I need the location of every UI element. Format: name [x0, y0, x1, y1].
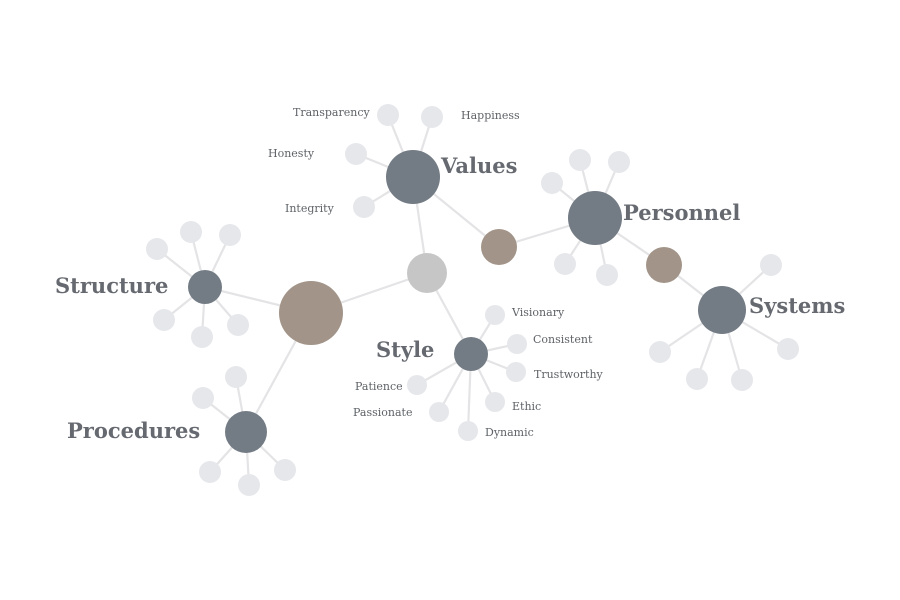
personnel-systems-node — [646, 247, 682, 283]
label-happiness: Happiness — [461, 109, 520, 122]
hub-node-procedures — [225, 411, 267, 453]
leaf-node-consistent — [507, 334, 527, 354]
center-node — [407, 253, 447, 293]
leaf-node — [274, 459, 296, 481]
leaf-node — [569, 149, 591, 171]
leaf-node — [180, 221, 202, 243]
leaf-node-happiness — [421, 106, 443, 128]
label-honesty: Honesty — [268, 147, 315, 160]
leaf-node — [238, 474, 260, 496]
leaf-node — [554, 253, 576, 275]
label-values: Values — [440, 153, 517, 178]
leaf-node — [686, 368, 708, 390]
main-node — [279, 281, 343, 345]
label-visionary: Visionary — [511, 306, 565, 319]
leaf-node-passionate — [429, 402, 449, 422]
leaf-node — [219, 224, 241, 246]
leaf-node-patience — [407, 375, 427, 395]
label-patience: Patience — [355, 380, 403, 393]
leaf-node — [541, 172, 563, 194]
leaf-node-transparency — [377, 104, 399, 126]
label-personnel: Personnel — [623, 200, 740, 225]
leaf-node-trustworthy — [506, 362, 526, 382]
leaf-node — [199, 461, 221, 483]
leaf-node — [225, 366, 247, 388]
hub-node-values — [386, 150, 440, 204]
hub-labels: Values Personnel Systems Structure Proce… — [55, 153, 845, 443]
leaf-node — [777, 338, 799, 360]
hub-node-personnel — [568, 191, 622, 245]
label-ethic: Ethic — [512, 400, 541, 413]
label-dynamic: Dynamic — [485, 426, 534, 439]
hub-nodes — [188, 150, 746, 453]
label-integrity: Integrity — [285, 202, 335, 215]
label-structure: Structure — [55, 273, 168, 298]
leaf-node — [153, 309, 175, 331]
leaf-node — [608, 151, 630, 173]
leaf-node — [596, 264, 618, 286]
leaf-node — [192, 387, 214, 409]
leaf-node — [649, 341, 671, 363]
leaf-node — [191, 326, 213, 348]
leaf-node-ethic — [485, 392, 505, 412]
label-trustworthy: Trustworthy — [534, 368, 604, 381]
hub-node-structure — [188, 270, 222, 304]
leaf-node-integrity — [353, 196, 375, 218]
leaf-node-visionary — [485, 305, 505, 325]
leaf-node-dynamic — [458, 421, 478, 441]
label-style: Style — [376, 337, 434, 362]
leaf-node — [227, 314, 249, 336]
leaf-node — [146, 238, 168, 260]
leaf-node — [731, 369, 753, 391]
label-systems: Systems — [749, 293, 845, 318]
leaf-node-honesty — [345, 143, 367, 165]
leaf-node — [760, 254, 782, 276]
connector-nodes — [279, 229, 682, 345]
leaf-labels: Transparency Happiness Honesty Integrity… — [268, 106, 604, 439]
label-consistent: Consistent — [533, 333, 593, 346]
values-personnel-node — [481, 229, 517, 265]
leaf-nodes — [146, 104, 799, 496]
hub-node-systems — [698, 286, 746, 334]
label-transparency: Transparency — [293, 106, 370, 119]
label-passionate: Passionate — [353, 406, 412, 419]
hub-node-style — [454, 337, 488, 371]
label-procedures: Procedures — [67, 418, 200, 443]
